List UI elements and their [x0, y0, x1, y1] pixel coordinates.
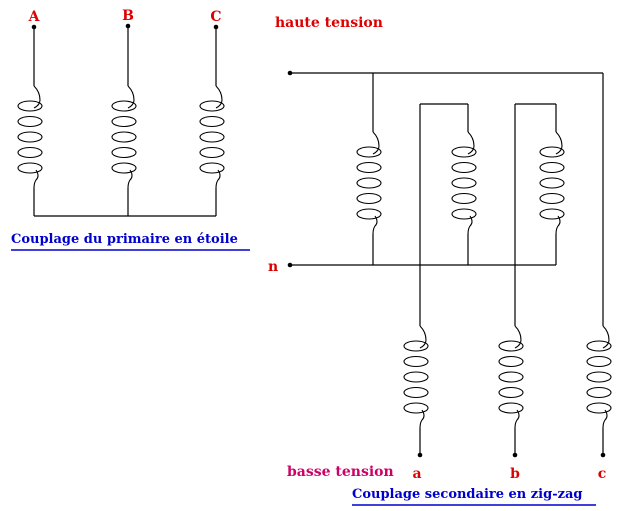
- upper-coil-1: [356, 131, 382, 235]
- coil-turn: [539, 177, 565, 189]
- coil-turn: [17, 146, 43, 159]
- terminal-dot-b: [512, 452, 518, 458]
- coil-turn: [451, 208, 477, 220]
- terminal-label-A: A: [28, 9, 41, 25]
- neutral-label: n: [268, 259, 278, 275]
- upper-coil-3: [539, 131, 565, 235]
- coil-turn: [403, 371, 429, 383]
- coil-turn: [356, 208, 382, 220]
- coil-turn: [539, 208, 565, 220]
- coil-turn: [539, 161, 565, 174]
- terminal-dot-a: [417, 452, 423, 458]
- high-voltage-label: haute tension: [275, 15, 383, 31]
- low-voltage-label: basse tension: [287, 464, 394, 480]
- terminal-label-c: c: [598, 466, 607, 482]
- coil-turn: [539, 192, 565, 205]
- lower-coil-b: [498, 325, 524, 429]
- coil-turn: [586, 386, 612, 399]
- coil-turn: [451, 146, 477, 158]
- coil-turn: [111, 162, 137, 174]
- coil-turn: [199, 146, 225, 159]
- coil-turn: [17, 162, 43, 174]
- coil-turn: [356, 146, 382, 158]
- coil-turn: [199, 100, 225, 112]
- coil-turn: [17, 100, 43, 112]
- coil-turn: [498, 386, 524, 399]
- coil-turn: [356, 192, 382, 205]
- coil-turn: [451, 161, 477, 174]
- coil-turn: [403, 340, 429, 352]
- coil-turn: [17, 115, 43, 128]
- coil-turn: [199, 131, 225, 143]
- upper-coil-2: [451, 131, 477, 235]
- coil-turn: [403, 355, 429, 368]
- coil-turn: [111, 131, 137, 143]
- coil-turn: [17, 131, 43, 143]
- coil-turn: [111, 100, 137, 112]
- coil-turn: [586, 402, 612, 414]
- primary-coil-C: [199, 85, 225, 189]
- coil-turn: [403, 386, 429, 399]
- primary-coil-B: [111, 85, 137, 189]
- primary-caption: Couplage du primaire en étoile: [11, 232, 238, 247]
- coil-turn: [451, 192, 477, 205]
- terminal-label-b: b: [510, 466, 520, 482]
- coil-turn: [586, 371, 612, 383]
- coil-turn: [498, 340, 524, 352]
- coil-turn: [199, 162, 225, 174]
- primary-coil-A: [17, 85, 43, 189]
- coil-turn: [586, 355, 612, 368]
- coil-turn: [356, 161, 382, 174]
- lower-coil-a: [403, 325, 429, 429]
- coil-turn: [111, 115, 137, 128]
- coil-turn: [451, 177, 477, 189]
- terminal-label-C: C: [210, 9, 221, 25]
- terminal-label-B: B: [122, 8, 134, 24]
- coil-turn: [356, 177, 382, 189]
- coil-turn: [498, 355, 524, 368]
- coil-turn: [586, 340, 612, 352]
- terminal-dot-c: [600, 452, 606, 458]
- coil-turn: [498, 402, 524, 414]
- primary-winding-group: A B C Couplage du primaire en étoile: [11, 8, 250, 251]
- coil-turn: [403, 402, 429, 414]
- coil-turn: [539, 146, 565, 158]
- lower-coil-c: [586, 325, 612, 429]
- coil-turn: [498, 371, 524, 383]
- coil-turn: [199, 115, 225, 128]
- coil-turn: [111, 146, 137, 159]
- secondary-winding-group: haute tension n: [268, 15, 612, 506]
- secondary-caption: Couplage secondaire en zig-zag: [352, 487, 582, 502]
- terminal-label-a: a: [412, 466, 421, 482]
